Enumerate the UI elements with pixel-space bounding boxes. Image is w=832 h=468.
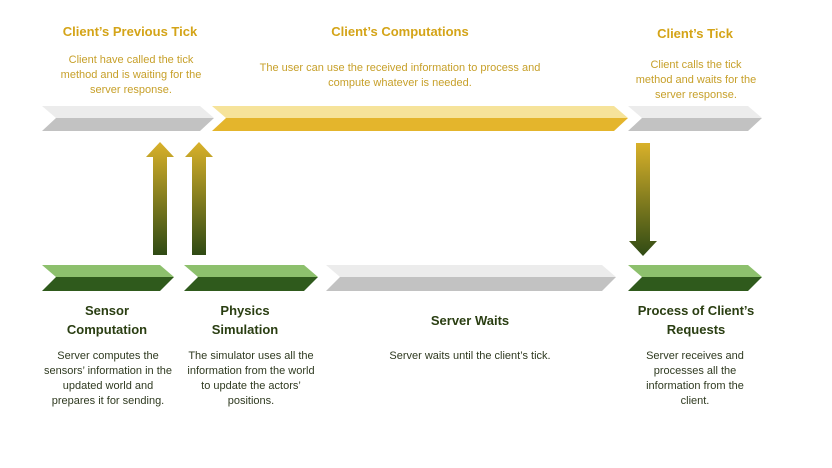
- previous-tick-title: Client’s Previous Tick: [62, 24, 198, 39]
- physics-segment: [184, 265, 318, 291]
- computations-desc: The user can use the received informatio…: [259, 62, 541, 89]
- computations-title: Client’s Computations: [331, 24, 469, 39]
- process-title: Process of Client’s Requests: [637, 303, 755, 337]
- tick-segment: [628, 106, 762, 131]
- server-waits-desc: Server waits until the client’s tick.: [389, 350, 551, 362]
- physics-desc: The simulator uses all the information f…: [187, 350, 315, 407]
- process-segment: [628, 265, 762, 291]
- tick-title: Client’s Tick: [657, 26, 733, 41]
- sensor-segment: [42, 265, 174, 291]
- process-desc: Server receives and processes all the in…: [646, 350, 744, 407]
- up-arrow-icon: [185, 142, 213, 255]
- server-waits-title: Server Waits: [430, 313, 510, 328]
- physics-title: Physics Simulation: [211, 303, 279, 337]
- computations-segment: [212, 106, 628, 131]
- sensor-title: Sensor Computation: [66, 303, 148, 337]
- up-arrow-icon: [146, 142, 174, 255]
- down-arrow-icon: [629, 143, 657, 256]
- sensor-desc: Server computes the sensors’ information…: [44, 350, 172, 407]
- previous-tick-desc: Client have called the tick method and i…: [60, 54, 202, 96]
- server-waits-segment: [326, 265, 616, 291]
- tick-desc: Client calls the tick method and waits f…: [635, 59, 757, 101]
- previous-tick-segment: [42, 106, 214, 131]
